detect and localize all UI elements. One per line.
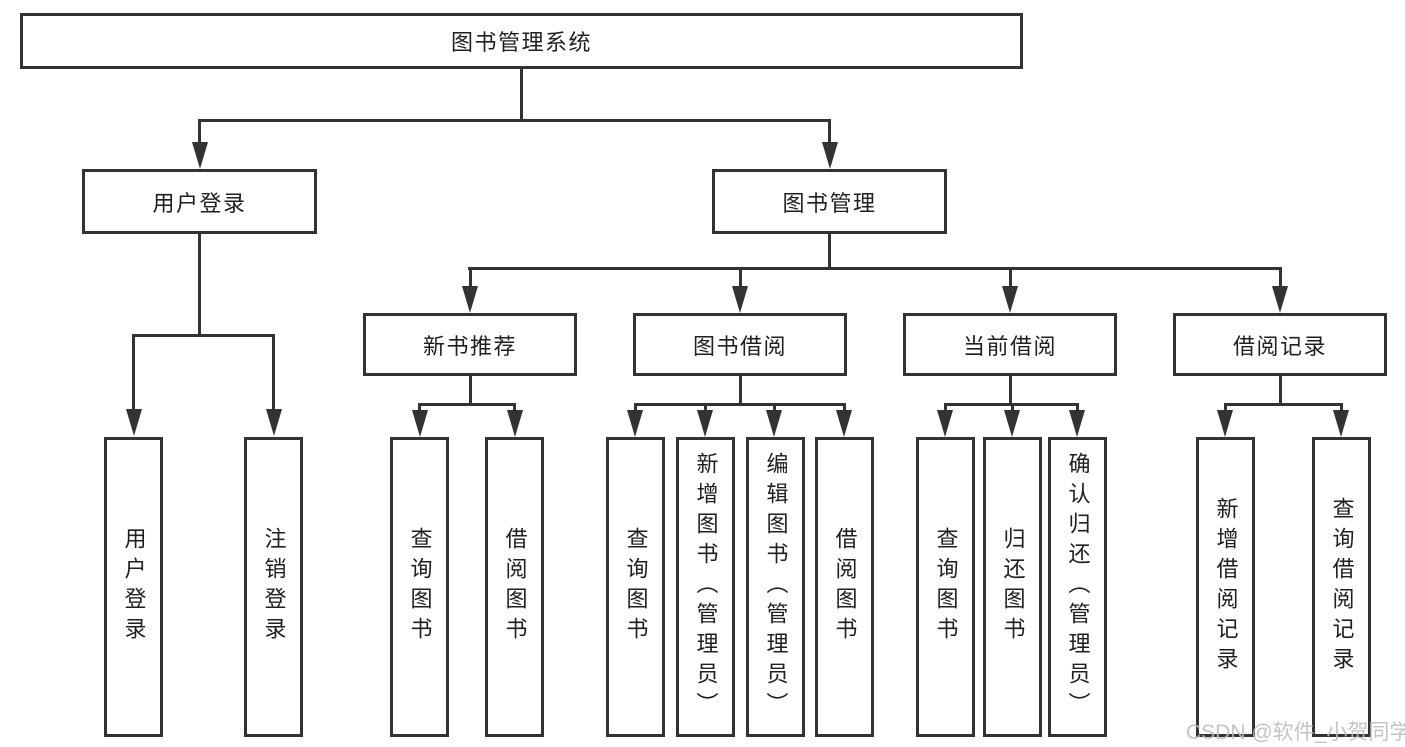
node-label: 查询图书 bbox=[407, 527, 433, 647]
node-label: 查询借阅记录 bbox=[1329, 497, 1355, 677]
node-label: 确认归还（管理员） bbox=[1065, 452, 1091, 722]
arrow-down-icon bbox=[1217, 410, 1233, 437]
leaf-add-books-admin: 新增图书（管理员） bbox=[676, 437, 735, 737]
arrow-down-icon bbox=[1069, 410, 1085, 437]
arrow-down-icon bbox=[266, 409, 282, 436]
connector-line bbox=[198, 119, 201, 147]
node-label: 查询图书 bbox=[623, 527, 649, 647]
node-label: 图书管理系统 bbox=[450, 30, 592, 55]
leaf-confirm-return-admin: 确认归还（管理员） bbox=[1048, 437, 1107, 737]
node-label: 编辑图书（管理员） bbox=[763, 452, 789, 722]
connector-line bbox=[944, 403, 947, 415]
connector-line bbox=[739, 376, 742, 406]
connector-line bbox=[1279, 376, 1282, 406]
connector-line bbox=[469, 267, 472, 291]
connector-line bbox=[469, 376, 472, 406]
arrow-down-icon bbox=[192, 142, 208, 169]
node-label: 图书管理 bbox=[782, 190, 877, 216]
leaf-user-login: 用户登录 bbox=[104, 437, 163, 737]
node-label: 借阅图书 bbox=[832, 527, 858, 647]
node-label: 归还图书 bbox=[1000, 527, 1026, 647]
node-book-borrowing: 图书借阅 bbox=[633, 313, 847, 376]
arrow-down-icon bbox=[732, 286, 748, 313]
node-label: 注销登录 bbox=[261, 527, 287, 647]
connector-line bbox=[1009, 376, 1012, 406]
watermark: CSDN @软件_小贺同学 bbox=[1186, 721, 1405, 744]
arrow-down-icon bbox=[1272, 286, 1288, 313]
connector-line bbox=[132, 334, 275, 337]
connector-line bbox=[773, 403, 776, 415]
connector-line bbox=[1009, 267, 1012, 291]
leaf-query-books-recommend: 查询图书 bbox=[390, 437, 449, 737]
connector-line bbox=[198, 119, 831, 122]
connector-line bbox=[132, 334, 135, 414]
connector-line bbox=[468, 267, 1282, 270]
node-label: 新增图书（管理员） bbox=[693, 452, 719, 722]
leaf-edit-books-admin: 编辑图书（管理员） bbox=[746, 437, 805, 737]
connector-line bbox=[828, 234, 831, 270]
connector-line bbox=[704, 403, 707, 415]
arrow-down-icon bbox=[1004, 410, 1020, 437]
node-label: 查询图书 bbox=[933, 527, 959, 647]
leaf-borrow-books: 借阅图书 bbox=[815, 437, 874, 737]
node-label: 当前借阅 bbox=[962, 333, 1057, 359]
connector-line bbox=[634, 403, 846, 406]
leaf-add-borrow-record: 新增借阅记录 bbox=[1196, 437, 1255, 737]
node-label: 借阅记录 bbox=[1232, 333, 1327, 359]
connector-line bbox=[1224, 403, 1343, 406]
node-label: 借阅图书 bbox=[502, 527, 528, 647]
arrow-down-icon bbox=[937, 410, 953, 437]
connector-line bbox=[513, 403, 516, 415]
arrow-down-icon bbox=[766, 410, 782, 437]
node-new-book-recommend: 新书推荐 bbox=[363, 313, 577, 376]
node-borrow-records: 借阅记录 bbox=[1173, 313, 1387, 376]
arrow-down-icon bbox=[126, 409, 142, 436]
leaf-logout: 注销登录 bbox=[244, 437, 303, 737]
arrow-down-icon bbox=[697, 410, 713, 437]
arrow-down-icon bbox=[1333, 410, 1349, 437]
node-label: 用户登录 bbox=[121, 527, 147, 647]
connector-line bbox=[634, 403, 637, 415]
node-library-system: 图书管理系统 bbox=[20, 13, 1023, 69]
connector-line bbox=[418, 403, 516, 406]
node-label: 用户登录 bbox=[152, 190, 247, 216]
connector-line bbox=[828, 119, 831, 147]
connector-line bbox=[1076, 403, 1079, 415]
node-label: 新书推荐 bbox=[422, 333, 517, 359]
arrow-down-icon bbox=[822, 142, 838, 169]
leaf-return-books: 归还图书 bbox=[983, 437, 1042, 737]
connector-line bbox=[1340, 403, 1343, 415]
arrow-down-icon bbox=[412, 410, 428, 437]
node-label: 图书借阅 bbox=[692, 333, 787, 359]
node-label: 新增借阅记录 bbox=[1213, 497, 1239, 677]
leaf-query-books-borrowing: 查询图书 bbox=[606, 437, 665, 737]
arrow-down-icon bbox=[1002, 286, 1018, 313]
arrow-down-icon bbox=[462, 286, 478, 313]
arrow-down-icon bbox=[507, 410, 523, 437]
connector-line bbox=[1279, 267, 1282, 291]
connector-line bbox=[272, 334, 275, 414]
connector-line bbox=[520, 66, 523, 121]
leaf-borrow-books-recommend: 借阅图书 bbox=[485, 437, 544, 737]
arrow-down-icon bbox=[836, 410, 852, 437]
connector-line bbox=[739, 267, 742, 291]
leaf-query-books-current: 查询图书 bbox=[916, 437, 975, 737]
arrow-down-icon bbox=[627, 410, 643, 437]
node-user-login: 用户登录 bbox=[82, 169, 317, 234]
node-book-management: 图书管理 bbox=[712, 169, 947, 234]
connector-line bbox=[1224, 403, 1227, 415]
leaf-query-borrow-record: 查询借阅记录 bbox=[1312, 437, 1371, 737]
node-current-borrowing: 当前借阅 bbox=[903, 313, 1117, 376]
connector-line bbox=[198, 233, 201, 337]
connector-line bbox=[1011, 403, 1014, 415]
connector-line bbox=[843, 403, 846, 415]
connector-line bbox=[418, 403, 421, 415]
